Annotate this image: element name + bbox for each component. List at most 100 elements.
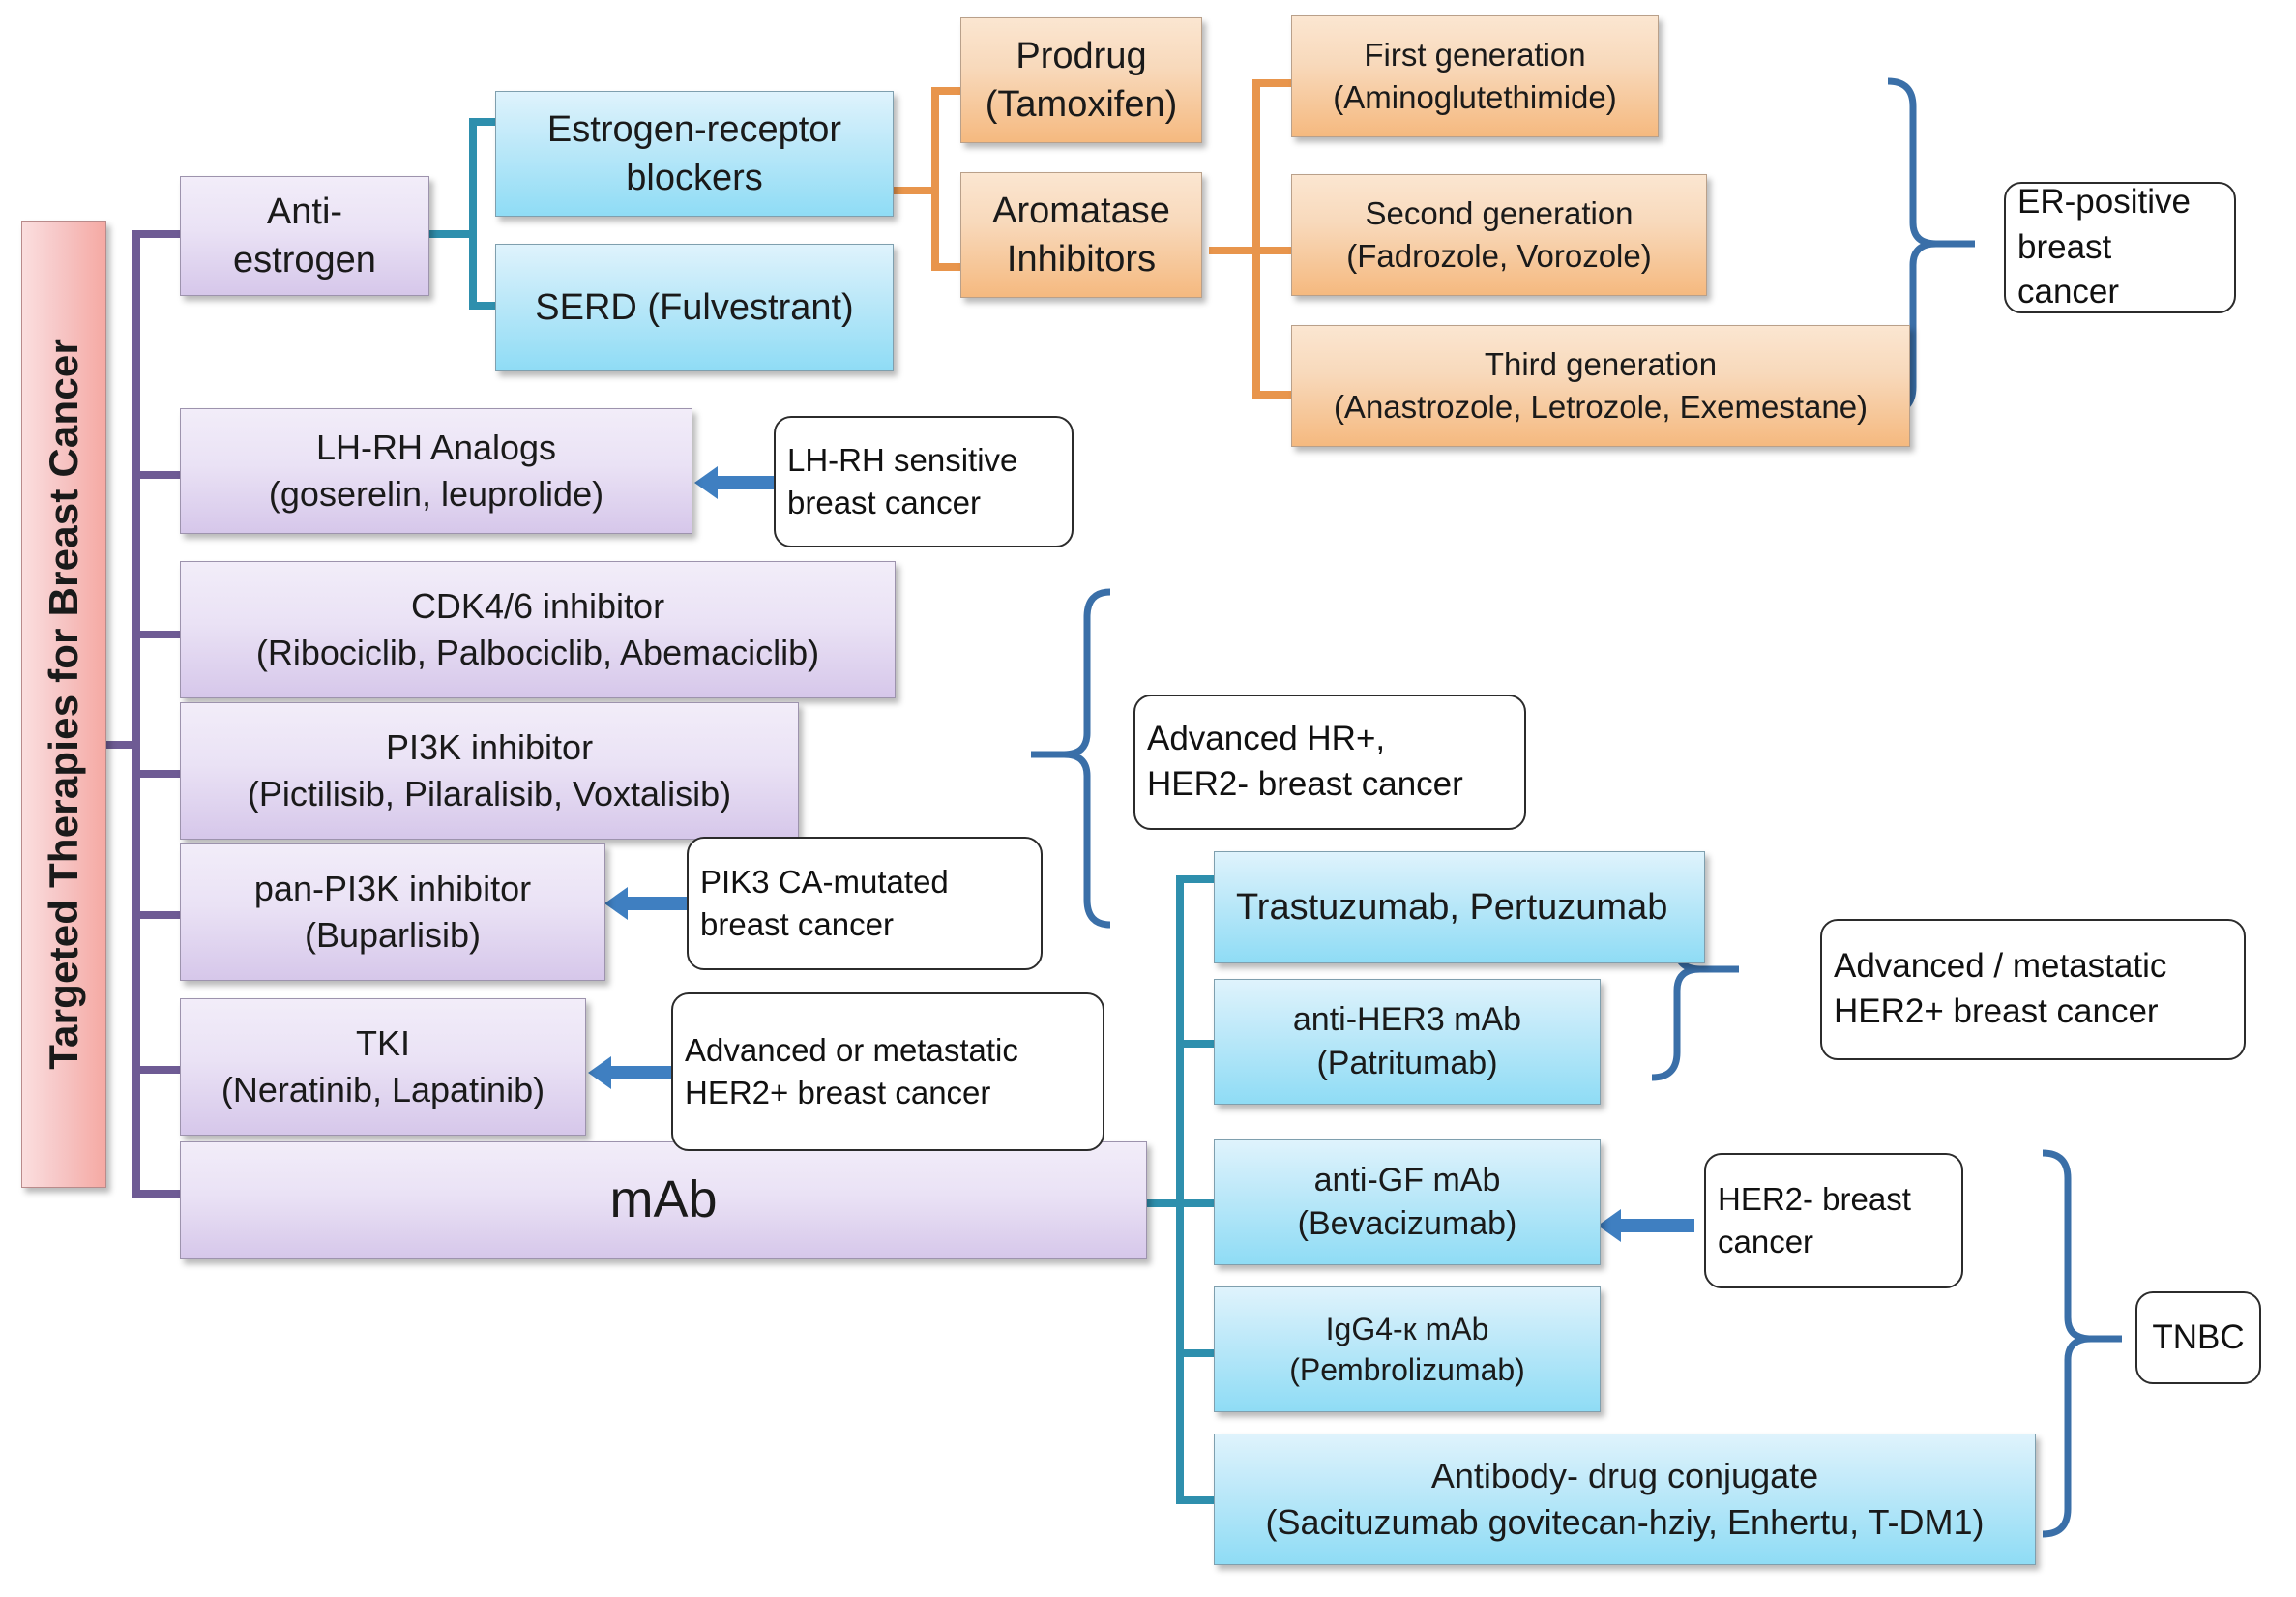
connector-mab-to-anti-her3 [1176, 1040, 1217, 1048]
connector-erblockers-stub [892, 187, 938, 194]
callout-advanced-metastatic-her2plus-left-line1: Advanced or metastatic [685, 1031, 1018, 1068]
callout-advanced-hrplus-line1: Advanced HR+, [1147, 720, 1386, 758]
connector-mab-to-igg4k [1176, 1349, 1217, 1357]
connector-antiestrogen-to-erblockers [469, 118, 500, 126]
root-title-bar[interactable]: Targeted Therapies for Breast Cancer [21, 221, 106, 1188]
node-first-generation-line1: First generation [1364, 37, 1586, 74]
node-anti-gf-mab[interactable]: anti-GF mAb (Bevacizumab) [1214, 1139, 1601, 1265]
callout-her2-minus-line2: cancer [1718, 1224, 1814, 1259]
connector-aromatase-stub [1209, 247, 1259, 254]
node-cdk46-inhibitor[interactable]: CDK4/6 inhibitor (Ribociclib, Palbocicli… [180, 561, 896, 698]
node-tki-line2: (Neratinib, Lapatinib) [221, 1070, 545, 1109]
connector-erblockers-to-aromatase [931, 263, 962, 271]
callout-er-positive-line2: breast cancer [2017, 227, 2120, 311]
callout-her2-minus-line1: HER2- breast [1718, 1180, 1911, 1217]
node-tki[interactable]: TKI (Neratinib, Lapatinib) [180, 998, 586, 1136]
connector-mab-to-trastuzumab [1176, 875, 1217, 883]
callout-pik3ca-mutated-line2: breast cancer [700, 906, 894, 942]
connector-root-to-lhrh [132, 471, 181, 479]
node-pan-pi3k-inhibitor-line1: pan-PI3K inhibitor [253, 869, 532, 909]
node-cdk46-inhibitor-line2: (Ribociclib, Palbociclib, Abemaciclib) [255, 633, 820, 672]
node-third-generation-line1: Third generation [1484, 346, 1718, 383]
callout-pik3ca-mutated[interactable]: PIK3 CA-mutated breast cancer [687, 837, 1043, 970]
callout-lhrh-sensitive-line1: LH-RH sensitive [787, 441, 1018, 478]
node-second-generation-line1: Second generation [1365, 195, 1634, 232]
node-serd[interactable]: SERD (Fulvestrant) [495, 244, 894, 371]
node-pi3k-inhibitor-line2: (Pictilisib, Pilaralisib, Voxtalisib) [247, 774, 732, 813]
node-prodrug-line2: (Tamoxifen) [985, 84, 1178, 125]
node-anti-estrogen-line2: estrogen [233, 240, 376, 281]
node-anti-her3-mab-line2: (Patritumab) [1316, 1045, 1498, 1081]
connector-antiestrogen-to-serd [469, 302, 500, 310]
node-anti-gf-mab-line2: (Bevacizumab) [1297, 1205, 1517, 1242]
node-first-generation-line2: (Aminoglutethimide) [1333, 79, 1617, 115]
node-aromatase-inhibitors[interactable]: Aromatase Inhibitors [960, 172, 1202, 298]
node-lhrh-analogs-line2: (goserelin, leuprolide) [268, 474, 604, 514]
node-igg4k-mab-line2: (Pembrolizumab) [1289, 1352, 1525, 1387]
node-igg4k-mab[interactable]: IgG4-к mAb (Pembrolizumab) [1214, 1286, 1601, 1412]
callout-lhrh-sensitive-line2: breast cancer [787, 485, 981, 520]
node-anti-her3-mab[interactable]: anti-HER3 mAb (Patritumab) [1214, 979, 1601, 1105]
connector-erblockers-spine [931, 87, 939, 271]
callout-advanced-metastatic-her2plus-right[interactable]: Advanced / metastatic HER2+ breast cance… [1820, 919, 2246, 1060]
connector-aromatase-to-third-gen [1252, 391, 1293, 399]
connector-aromatase-to-second-gen [1252, 247, 1293, 254]
node-second-generation-line2: (Fadrozole, Vorozole) [1346, 238, 1652, 274]
callout-advanced-hrplus-line2: HER2- breast cancer [1147, 765, 1463, 803]
node-pan-pi3k-inhibitor[interactable]: pan-PI3K inhibitor (Buparlisib) [180, 843, 605, 981]
callout-tnbc[interactable]: TNBC [2135, 1291, 2261, 1384]
node-third-generation[interactable]: Third generation (Anastrozole, Letrozole… [1291, 325, 1910, 447]
node-er-blockers-line2: blockers [626, 158, 763, 198]
node-third-generation-line2: (Anastrozole, Letrozole, Exemestane) [1333, 389, 1869, 425]
connector-root-spine [132, 230, 140, 1198]
callout-advanced-metastatic-her2plus-left[interactable]: Advanced or metastatic HER2+ breast canc… [671, 992, 1104, 1151]
connector-root-to-mab [132, 1190, 181, 1198]
connector-root-to-cdk46 [132, 631, 181, 638]
connector-mab-stub [1136, 1199, 1183, 1207]
node-prodrug-line1: Prodrug [1016, 35, 1147, 76]
bracket-er-positive [1887, 77, 1975, 416]
node-tki-line1: TKI [355, 1023, 410, 1064]
node-antibody-drug-conjugate-line1: Antibody- drug conjugate [1430, 1456, 1819, 1496]
node-anti-her3-mab-line1: anti-HER3 mAb [1292, 1001, 1522, 1039]
arrow-advanced-metastatic-her2plus [588, 1054, 675, 1091]
node-mab-label: mAb [609, 1170, 718, 1229]
arrow-lhrh-sensitive [694, 464, 778, 501]
node-pi3k-inhibitor[interactable]: PI3K inhibitor (Pictilisib, Pilaralisib,… [180, 702, 799, 840]
callout-advanced-metastatic-her2plus-right-line2: HER2+ breast cancer [1834, 992, 2159, 1030]
callout-her2-minus[interactable]: HER2- breast cancer [1704, 1153, 1963, 1288]
connector-root-to-anti-estrogen [132, 230, 181, 238]
node-trastuzumab-pertuzumab-label: Trastuzumab, Pertuzumab [1236, 886, 1668, 928]
connector-aromatase-spine [1252, 79, 1260, 399]
node-pan-pi3k-inhibitor-line2: (Buparlisib) [304, 915, 482, 955]
node-antibody-drug-conjugate-line2: (Sacituzumab govitecan-hziy, Enhertu, T-… [1265, 1502, 1985, 1542]
connector-erblockers-to-prodrug [931, 87, 962, 95]
callout-er-positive-line1: ER-positive [2017, 182, 2191, 221]
node-first-generation[interactable]: First generation (Aminoglutethimide) [1291, 15, 1659, 137]
arrow-pik3ca-mutated [604, 885, 692, 922]
connector-root-stub [102, 741, 140, 749]
node-er-blockers[interactable]: Estrogen-receptor blockers [495, 91, 894, 217]
connector-root-to-pi3k [132, 770, 181, 778]
node-prodrug[interactable]: Prodrug (Tamoxifen) [960, 17, 1202, 143]
node-anti-estrogen[interactable]: Anti- estrogen [180, 176, 429, 296]
connector-root-to-tki [132, 1066, 181, 1074]
node-trastuzumab-pertuzumab[interactable]: Trastuzumab, Pertuzumab [1214, 851, 1705, 963]
callout-pik3ca-mutated-line1: PIK3 CA-mutated [700, 863, 949, 900]
node-cdk46-inhibitor-line1: CDK4/6 inhibitor [410, 586, 665, 627]
callout-advanced-metastatic-her2plus-left-line2: HER2+ breast cancer [685, 1075, 991, 1110]
node-mab[interactable]: mAb [180, 1141, 1147, 1259]
root-title-label: Targeted Therapies for Breast Cancer [41, 339, 87, 1070]
node-aromatase-inhibitors-line2: Inhibitors [1006, 239, 1157, 280]
node-pi3k-inhibitor-line1: PI3K inhibitor [385, 727, 594, 768]
node-lhrh-analogs[interactable]: LH-RH Analogs (goserelin, leuprolide) [180, 408, 692, 534]
callout-er-positive[interactable]: ER-positive breast cancer [2004, 182, 2236, 313]
node-antibody-drug-conjugate[interactable]: Antibody- drug conjugate (Sacituzumab go… [1214, 1434, 2036, 1565]
connector-aromatase-to-first-gen [1252, 79, 1293, 87]
connector-mab-to-anti-gf [1176, 1199, 1217, 1207]
connector-mab-to-adc [1176, 1496, 1217, 1504]
node-second-generation[interactable]: Second generation (Fadrozole, Vorozole) [1291, 174, 1707, 296]
callout-lhrh-sensitive[interactable]: LH-RH sensitive breast cancer [774, 416, 1074, 547]
callout-advanced-hrplus[interactable]: Advanced HR+, HER2- breast cancer [1133, 695, 1526, 830]
